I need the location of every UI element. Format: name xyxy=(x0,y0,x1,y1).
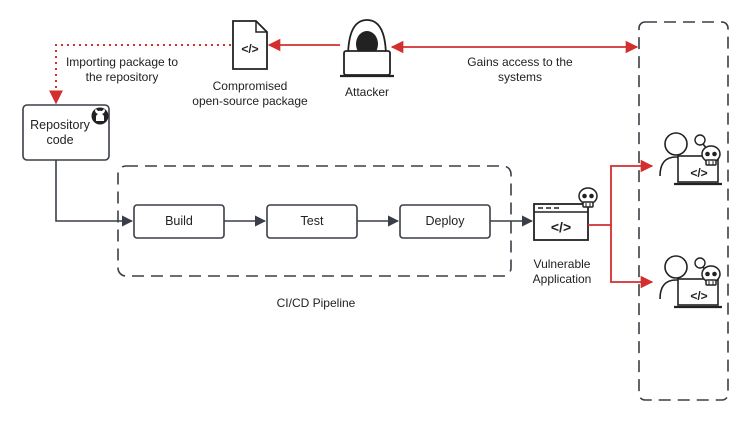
vulnerable-label-line2: Application xyxy=(533,272,592,286)
repository-label-line1: Repository xyxy=(30,118,90,132)
app-code-glyph: </> xyxy=(551,219,571,235)
repository-box xyxy=(22,104,110,161)
gains-label-line2: systems xyxy=(498,70,542,84)
stage-label-test: Test xyxy=(301,214,324,228)
pipeline-label: CI/CD Pipeline xyxy=(277,296,356,310)
app-to-victim-top-arrow xyxy=(588,159,654,226)
stage-label-build: Build xyxy=(165,214,193,228)
gains-label-line1: Gains access to the xyxy=(467,55,573,69)
code-file-icon: </> xyxy=(232,20,268,70)
systems-group xyxy=(638,21,729,401)
repository-label-line2: code xyxy=(46,133,73,147)
import-package-arrow xyxy=(49,44,231,105)
victim-top-code-glyph: </> xyxy=(690,166,707,180)
stage-label-deploy: Deploy xyxy=(426,214,466,228)
vulnerable-label-line1: Vulnerable xyxy=(534,257,591,271)
compromised-label-line1: Compromised xyxy=(213,79,288,93)
importing-label-line2: the repository xyxy=(86,70,159,84)
attacker-label: Attacker xyxy=(345,85,389,99)
hacker-icon xyxy=(340,19,394,78)
github-icon xyxy=(91,107,109,125)
compromised-label-line2: open-source package xyxy=(192,94,308,108)
package-code-glyph: </> xyxy=(241,42,258,56)
repo-to-build-arrow xyxy=(55,160,134,227)
victim-bottom-code-glyph: </> xyxy=(690,289,707,303)
app-to-victim-bottom-arrow xyxy=(610,225,654,289)
browser-window-icon: </> xyxy=(533,203,589,241)
importing-label-line1: Importing package to xyxy=(66,55,178,69)
